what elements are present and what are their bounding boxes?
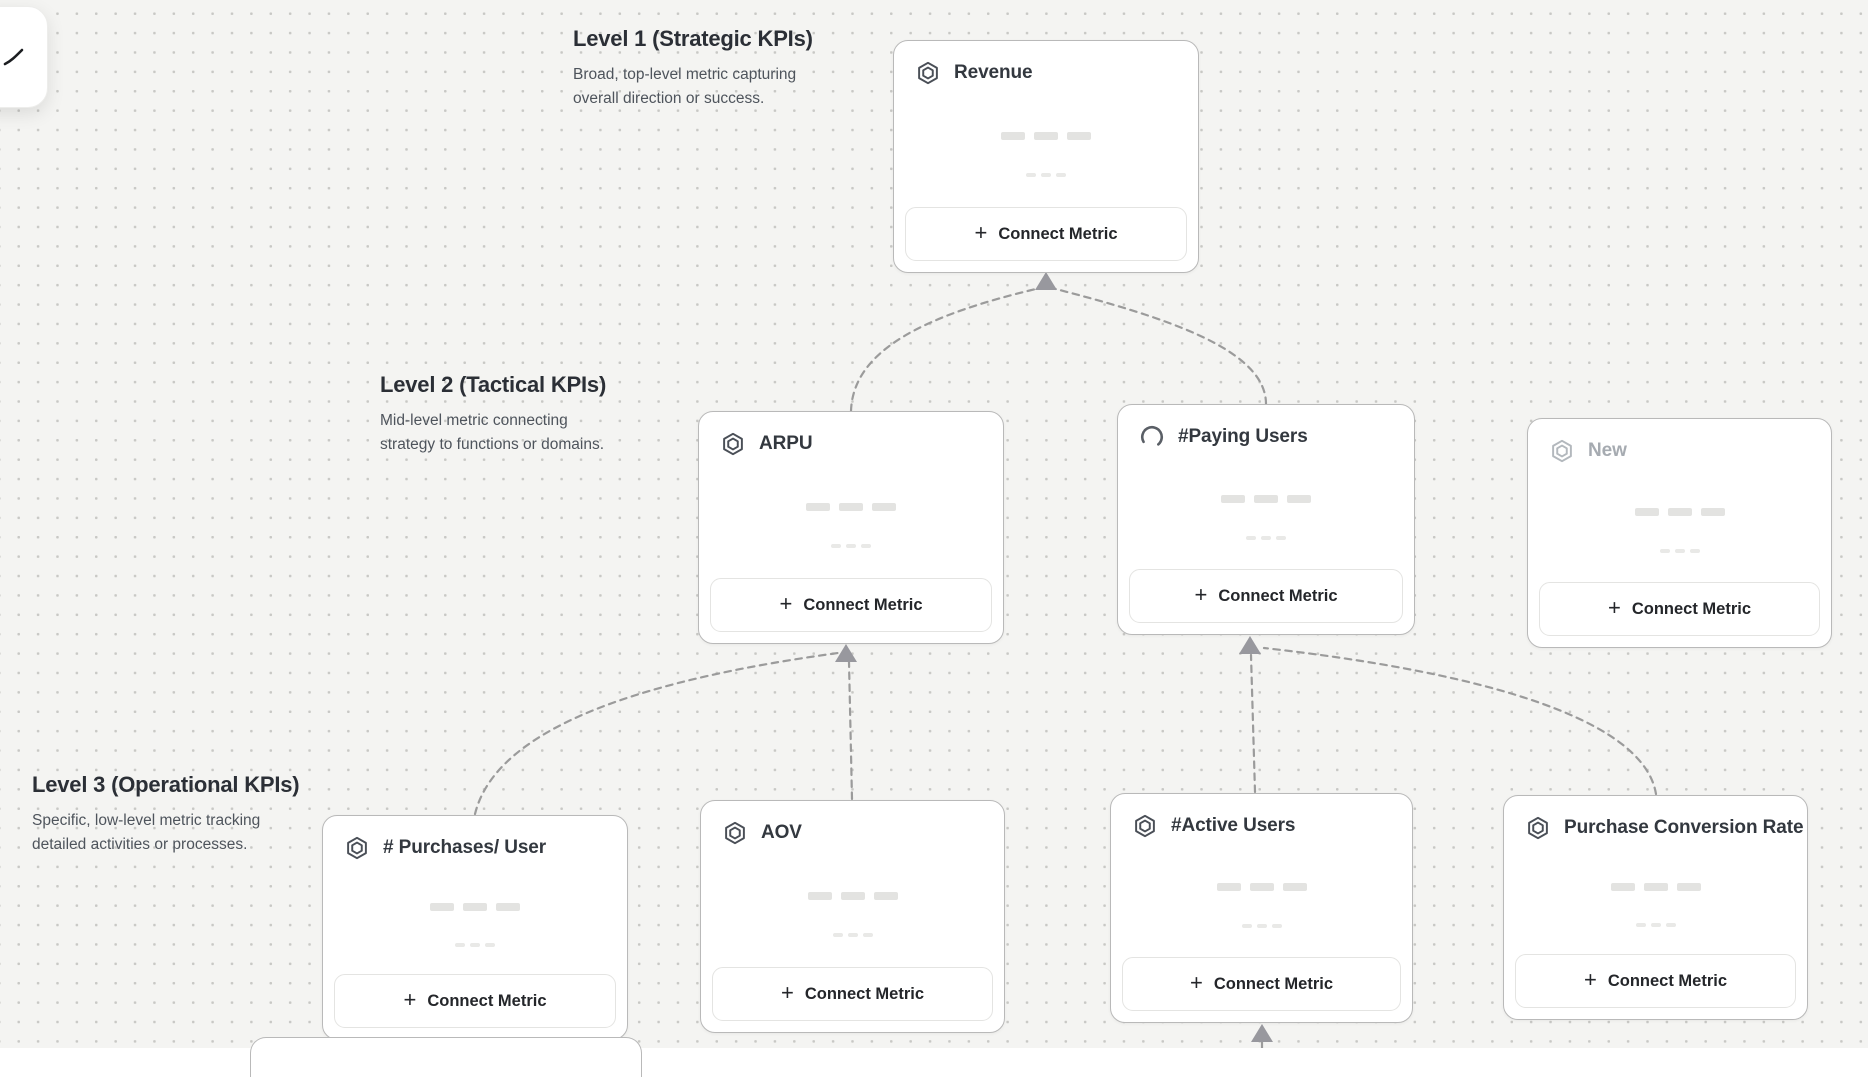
card-header: #Active Users: [1111, 794, 1412, 839]
connect-metric-button[interactable]: + Connect Metric: [710, 578, 992, 632]
kpi-card-purchases-per-user[interactable]: # Purchases/ User + Connect Metric: [322, 815, 628, 1040]
card-title: #Active Users: [1171, 815, 1296, 836]
level-1-title: Level 1 (Strategic KPIs): [573, 26, 813, 51]
metric-placeholder: [1610, 883, 1701, 892]
cursor-icon: [3, 48, 24, 66]
connector-arpu-to-revenue: [849, 286, 1042, 413]
metric-placeholder-small: [1635, 923, 1676, 928]
plus-icon: +: [1194, 582, 1208, 607]
plus-icon: +: [1189, 970, 1203, 995]
spinner-icon: [1139, 424, 1165, 450]
metric-placeholder-small: [1241, 924, 1282, 929]
card-header: AOV: [701, 801, 1004, 846]
level-3-description: Specific, low-level metric tracking deta…: [32, 812, 261, 854]
card-header: Revenue: [894, 41, 1198, 86]
connect-metric-label: Connect Metric: [1213, 974, 1334, 993]
connector-aov-to-arpu: [847, 660, 854, 801]
connect-metric-label: Connect Metric: [1218, 586, 1338, 605]
metric-placeholder-small: [832, 932, 873, 937]
metric-placeholder: [1634, 508, 1725, 517]
connector-active-users-to-paying-users: [1249, 653, 1257, 794]
card-header: #Paying Users: [1118, 405, 1414, 450]
arrowhead-into-active-users: [1251, 1024, 1273, 1042]
metric-placeholder-small: [1246, 535, 1286, 540]
hexagon-badge-icon: [1549, 438, 1575, 464]
card-title: ARPU: [759, 433, 813, 454]
card-title: Purchase Conversion Rate: [1564, 817, 1804, 838]
plus-icon: +: [780, 980, 794, 1005]
connect-metric-label: Connect Metric: [803, 595, 923, 614]
metric-placeholder-small: [1659, 549, 1700, 554]
plus-icon: +: [1607, 595, 1621, 620]
card-header: New: [1528, 419, 1831, 464]
level-1-label: Level 1 (Strategic KPIs) Broad, top-leve…: [573, 26, 831, 111]
connect-metric-label: Connect Metric: [1631, 599, 1752, 618]
connect-metric-button[interactable]: + Connect Metric: [1129, 569, 1403, 623]
connect-metric-button[interactable]: + Connect Metric: [1515, 954, 1796, 1008]
card-title: Revenue: [954, 62, 1033, 83]
kpi-card-new[interactable]: New + Connect Metric: [1527, 418, 1832, 648]
kpi-card-purchase-conversion-rate[interactable]: Purchase Conversion Rate + Connect Metri…: [1503, 795, 1808, 1020]
connector-purchases-to-arpu: [473, 651, 840, 816]
metric-placeholder: [1216, 883, 1307, 892]
level-2-description: Mid-level metric connecting strategy to …: [380, 412, 605, 454]
kpi-card-partial-offscreen[interactable]: [250, 1037, 642, 1077]
level-3-label: Level 3 (Operational KPIs) Specific, low…: [32, 772, 304, 857]
connect-metric-button[interactable]: + Connect Metric: [905, 207, 1187, 261]
connect-metric-label: Connect Metric: [1607, 971, 1728, 990]
card-title: AOV: [761, 822, 802, 843]
connect-metric-label: Connect Metric: [427, 991, 547, 1010]
plus-icon: +: [779, 591, 793, 616]
connect-metric-label: Connect Metric: [804, 984, 925, 1003]
card-header: ARPU: [699, 412, 1003, 457]
connector-paying-users-to-revenue: [1050, 286, 1268, 406]
metric-placeholder-small: [831, 543, 871, 548]
metric-placeholder: [806, 502, 896, 511]
card-header: Purchase Conversion Rate: [1504, 796, 1807, 841]
card-title: # Purchases/ User: [383, 837, 547, 858]
card-header: # Purchases/ User: [323, 816, 627, 861]
connect-metric-button[interactable]: + Connect Metric: [1122, 957, 1401, 1011]
cursor-tool-button[interactable]: [0, 6, 48, 108]
arrowhead-into-revenue: [1035, 272, 1057, 290]
level-3-title: Level 3 (Operational KPIs): [32, 772, 300, 797]
level-1-description: Broad, top-level metric capturing overal…: [573, 66, 797, 108]
metric-placeholder-small: [455, 943, 495, 948]
hexagon-badge-icon: [344, 835, 370, 861]
kpi-card-aov[interactable]: AOV + Connect Metric: [700, 800, 1005, 1033]
kpi-card-revenue[interactable]: Revenue + Connect Metric: [893, 40, 1199, 273]
kpi-card-arpu[interactable]: ARPU + Connect Metric: [698, 411, 1004, 644]
card-title: New: [1588, 440, 1627, 461]
level-2-label: Level 2 (Tactical KPIs) Mid-level metric…: [380, 372, 622, 457]
metric-placeholder: [807, 891, 898, 900]
metric-placeholder: [430, 903, 520, 912]
card-title: #Paying Users: [1178, 426, 1308, 447]
kpi-card-active-users[interactable]: #Active Users + Connect Metric: [1110, 793, 1413, 1023]
connect-metric-button[interactable]: + Connect Metric: [1539, 582, 1820, 636]
plus-icon: +: [403, 987, 417, 1012]
connector-pcr-to-paying-users: [1262, 646, 1658, 796]
connect-metric-button[interactable]: + Connect Metric: [334, 974, 616, 1028]
connect-metric-button[interactable]: + Connect Metric: [712, 967, 993, 1021]
plus-icon: +: [1583, 967, 1597, 992]
plus-icon: +: [974, 220, 988, 245]
hexagon-badge-icon: [722, 820, 748, 846]
hexagon-badge-icon: [1132, 813, 1158, 839]
arrowhead-into-arpu: [835, 644, 857, 662]
kpi-card-paying-users[interactable]: #Paying Users + Connect Metric: [1117, 404, 1415, 635]
level-2-title: Level 2 (Tactical KPIs): [380, 372, 607, 397]
metric-placeholder-small: [1026, 172, 1066, 177]
hexagon-badge-icon: [1525, 815, 1551, 841]
metric-placeholder: [1221, 494, 1311, 503]
hexagon-badge-icon: [915, 60, 941, 86]
metric-placeholder: [1001, 131, 1091, 140]
arrowhead-into-paying-users: [1239, 636, 1261, 654]
hexagon-badge-icon: [720, 431, 746, 457]
connect-metric-label: Connect Metric: [998, 224, 1118, 243]
